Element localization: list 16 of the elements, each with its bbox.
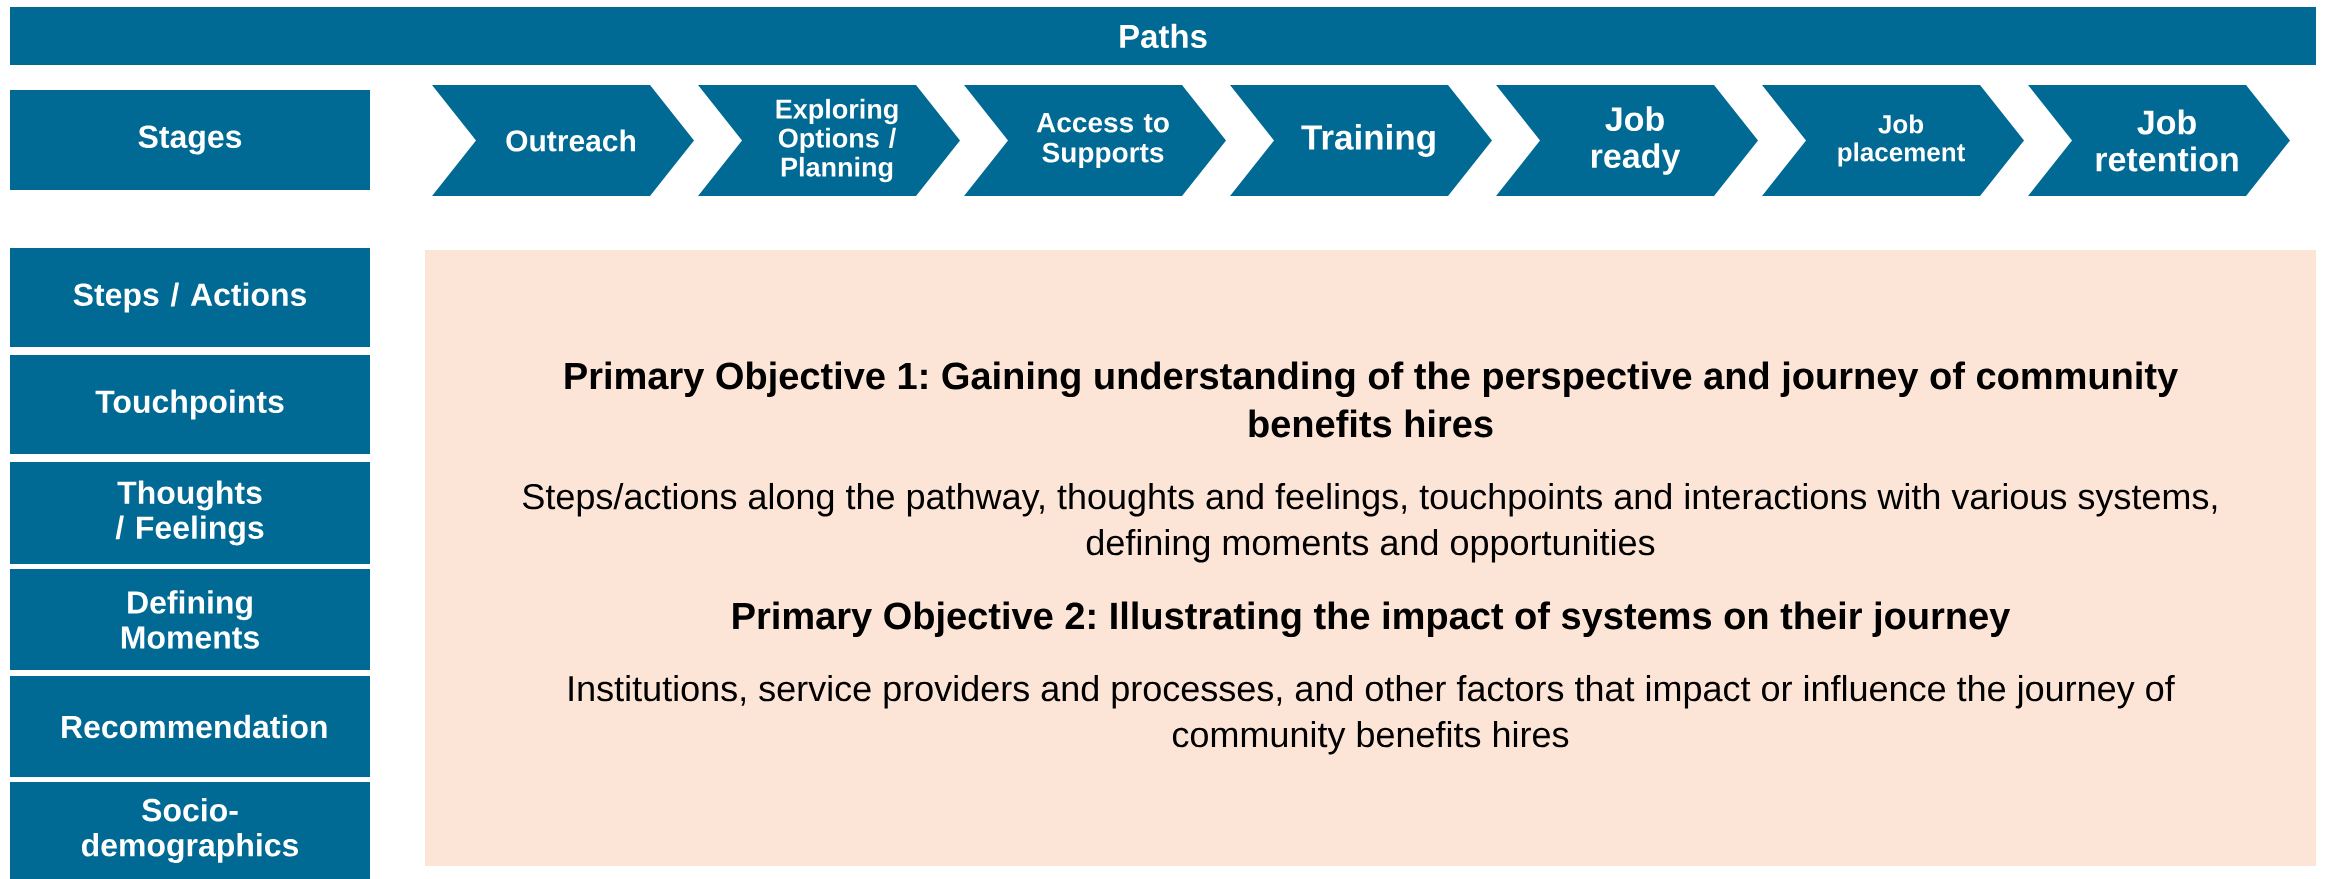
- row-label-box: Steps / Actions: [10, 248, 370, 347]
- row-label-box: Thoughts / Feelings: [10, 462, 370, 564]
- row-label-box: Defining Moments: [10, 569, 370, 670]
- row-label-box: Touchpoints: [10, 355, 370, 454]
- row-label-box: Stages: [10, 90, 370, 190]
- row-label-box: Socio-demographics: [10, 782, 370, 879]
- stage-box: Job ready: [1496, 85, 1758, 196]
- objectives-panel: Primary Objective 1: Gaining understanding of the perspective and journey of community benefits hires Steps/actions along the pathway, thoughts and feelings, touchpoints and interactions with various systems, defining moments and opportunities Primary Objective 2: Illustrating the impact of systems on their journey Institutions, service providers and processes, and other factors that impact or influence the journey of community benefits hires: [425, 250, 2317, 866]
- stage-box: Exploring Options / Planning: [698, 85, 960, 196]
- row-label-box: Recommendation: [10, 676, 370, 777]
- stage-box: Job placement: [1762, 85, 2024, 196]
- header-band: Paths: [10, 7, 2317, 65]
- stage-box: Outreach: [432, 85, 694, 196]
- stage-box: Training: [1230, 85, 1492, 196]
- stage-box: Access to Supports: [964, 85, 1226, 196]
- stage-box: Job retention: [2028, 85, 2290, 196]
